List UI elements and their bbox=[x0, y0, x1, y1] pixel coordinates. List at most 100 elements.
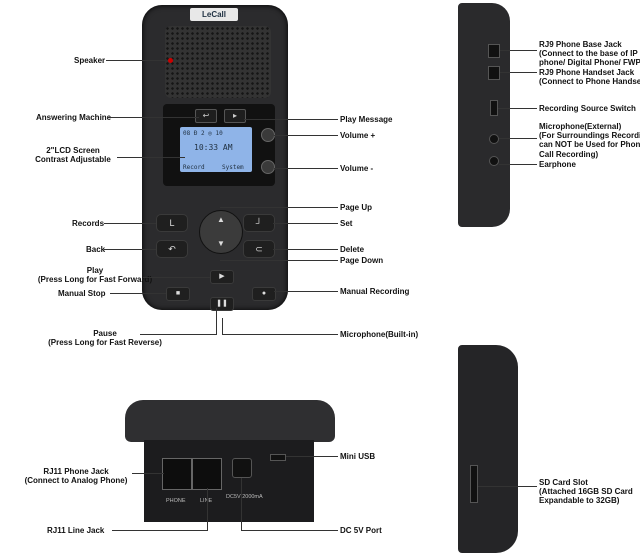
label-page-up: Page Up bbox=[340, 203, 373, 212]
label-pause-line2: (Press Long for Fast Reverse) bbox=[48, 338, 162, 348]
dc-power-port[interactable] bbox=[232, 458, 252, 478]
label-sd-line1: SD Card Slot bbox=[539, 478, 588, 487]
recording-source-switch[interactable] bbox=[490, 100, 498, 116]
label-play: Play (Press Long for Fast Forward) bbox=[0, 266, 190, 284]
leader-line bbox=[500, 72, 537, 73]
rj9-base-port[interactable] bbox=[488, 44, 500, 58]
leader-line bbox=[107, 117, 199, 118]
label-volume-up: Volume + bbox=[340, 131, 376, 140]
play-button[interactable]: ▶ bbox=[210, 270, 234, 284]
manual-stop-button[interactable]: ■ bbox=[166, 287, 190, 301]
leader-line bbox=[273, 249, 338, 250]
line-port-label: LINE bbox=[200, 498, 212, 504]
screen-softkey-right: System bbox=[222, 164, 244, 171]
label-sd-line3: Expandable to 32GB) bbox=[539, 496, 620, 506]
label-rj9-handset: RJ9 Phone Handset Jack (Connect to Phone… bbox=[539, 68, 640, 86]
pause-button[interactable]: ❚❚ bbox=[210, 297, 234, 311]
label-rj11-phone-line2: (Connect to Analog Phone) bbox=[24, 476, 128, 486]
rj9-handset-port[interactable] bbox=[488, 66, 500, 80]
label-manual-recording: Manual Recording bbox=[340, 287, 410, 296]
page-up-icon[interactable]: ▲ bbox=[217, 215, 225, 224]
label-sd-line2: (Attached 16GB SD Card bbox=[539, 487, 633, 497]
leader-line bbox=[478, 486, 537, 487]
answering-machine-button[interactable]: ↩ bbox=[195, 109, 217, 123]
dc-port-label: DC5V 2000mA bbox=[226, 494, 263, 500]
leader-line bbox=[499, 138, 537, 139]
recorder-rear-top bbox=[125, 400, 335, 442]
earphone-port[interactable] bbox=[489, 156, 499, 166]
label-rj11-phone-line1: RJ11 Phone Jack bbox=[43, 467, 109, 476]
phone-port-label: PHONE bbox=[166, 498, 186, 504]
leader-line bbox=[222, 318, 223, 335]
sd-card-slot[interactable] bbox=[470, 465, 478, 503]
external-mic-port[interactable] bbox=[489, 134, 499, 144]
leader-line bbox=[244, 119, 338, 120]
mini-usb-port[interactable] bbox=[270, 454, 286, 461]
label-mic-ext-line1: Microphone(External) bbox=[539, 122, 622, 131]
manual-recording-button[interactable]: ● bbox=[252, 287, 276, 301]
label-dc-port: DC 5V Port bbox=[340, 526, 382, 535]
back-button[interactable]: ↶ bbox=[156, 240, 188, 258]
label-set: Set bbox=[340, 219, 353, 228]
rj11-line-jack[interactable] bbox=[192, 458, 222, 490]
recorder-side-view-2 bbox=[458, 345, 518, 553]
leader-line bbox=[106, 60, 170, 61]
label-delete: Delete bbox=[340, 245, 365, 254]
leader-line bbox=[498, 108, 537, 109]
leader-line bbox=[220, 260, 338, 261]
leader-line bbox=[222, 334, 338, 335]
leader-line bbox=[132, 473, 164, 474]
screen-status: 08 Ð 2 ◎ 10 bbox=[183, 130, 223, 137]
label-manual-stop: Manual Stop bbox=[58, 289, 106, 298]
leader-line bbox=[143, 277, 210, 278]
label-back: Back bbox=[86, 245, 106, 254]
leader-line bbox=[140, 334, 216, 335]
leader-line bbox=[207, 488, 208, 531]
label-play-message: Play Message bbox=[340, 115, 393, 124]
label-microphone-builtin: Microphone(Built-in) bbox=[340, 330, 419, 339]
leader-line bbox=[286, 456, 338, 457]
brand-logo: LeCall bbox=[190, 8, 238, 21]
label-mic-ext-line3: can NOT be Used for Phone bbox=[539, 140, 640, 150]
volume-up-button[interactable] bbox=[261, 128, 275, 142]
label-lcd-line2: Contrast Adjustable bbox=[35, 155, 111, 165]
label-sd-card: SD Card Slot (Attached 16GB SD Card Expa… bbox=[539, 478, 633, 506]
set-button[interactable]: ┘ bbox=[243, 214, 275, 232]
lcd-screen: 08 Ð 2 ◎ 10 10:33 AM Record System bbox=[180, 127, 252, 172]
page-down-icon[interactable]: ▼ bbox=[217, 239, 225, 248]
label-lcd-line1: 2"LCD Screen bbox=[46, 146, 100, 155]
label-page-down: Page Down bbox=[340, 256, 384, 265]
leader-line bbox=[500, 50, 537, 51]
label-rj9-handset-line2: (Connect to Phone Handset) bbox=[539, 77, 640, 87]
leader-line bbox=[273, 223, 338, 224]
label-mini-usb: Mini USB bbox=[340, 452, 376, 461]
leader-line bbox=[241, 478, 242, 531]
leader-line bbox=[274, 135, 338, 136]
label-rj9-base-line1: RJ9 Phone Base Jack bbox=[539, 40, 622, 49]
label-volume-down: Volume - bbox=[340, 164, 374, 173]
label-rj11-phone: RJ11 Phone Jack (Connect to Analog Phone… bbox=[20, 467, 132, 485]
delete-button[interactable]: ⊂ bbox=[243, 240, 275, 258]
label-rj9-base: RJ9 Phone Base Jack (Connect to the base… bbox=[539, 40, 640, 68]
label-records: Records bbox=[72, 219, 105, 228]
label-rj9-base-line2: (Connect to the base of IP bbox=[539, 49, 638, 59]
label-earphone: Earphone bbox=[539, 160, 576, 169]
label-rj11-line: RJ11 Line Jack bbox=[47, 526, 105, 535]
label-pause-line1: Pause bbox=[93, 329, 117, 338]
rj11-phone-jack[interactable] bbox=[162, 458, 192, 490]
leader-line bbox=[117, 157, 185, 158]
label-recording-switch: Recording Source Switch bbox=[539, 104, 636, 113]
leader-line bbox=[220, 207, 338, 208]
label-rj9-handset-line1: RJ9 Phone Handset Jack bbox=[539, 68, 635, 77]
volume-down-button[interactable] bbox=[261, 160, 275, 174]
label-play-line1: Play bbox=[86, 266, 104, 275]
label-mic-ext-line2: (For Surroundings Recording, bbox=[539, 131, 640, 141]
play-message-button[interactable]: ▸ bbox=[224, 109, 246, 123]
records-button[interactable]: L bbox=[156, 214, 188, 232]
label-mic-ext-line4: Call Recording) bbox=[539, 149, 599, 159]
leader-line bbox=[112, 530, 207, 531]
leader-line bbox=[274, 168, 338, 169]
screen-softkey-left: Record bbox=[183, 164, 205, 171]
nav-pad[interactable]: ▲ ▼ bbox=[199, 210, 243, 254]
label-play-line2: (Press Long for Fast Forward) bbox=[37, 275, 153, 285]
